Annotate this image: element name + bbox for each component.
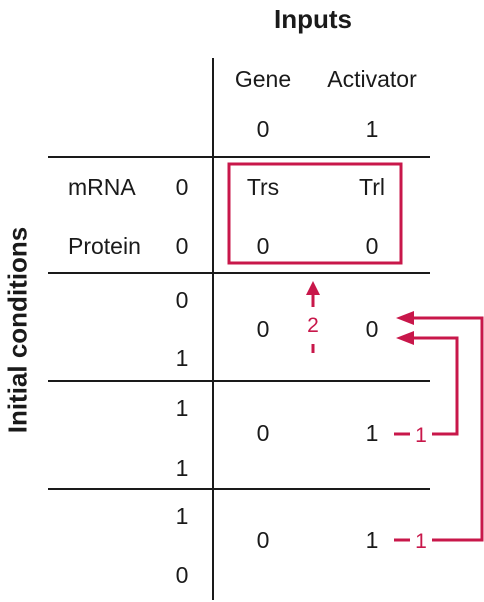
arrow-row3-path [412,316,484,542]
inputs-title: Inputs [274,4,352,34]
gene-input-value: 0 [256,116,270,142]
activator-column-header: Activator [327,66,417,92]
trs-value: 0 [256,233,270,259]
row3-gene-out: 0 [256,527,270,553]
row2-mrna: 1 [175,395,189,421]
row2-activator-out: 1 [365,420,379,446]
mrna-label: mRNA [68,174,136,200]
initial-conditions-label: Initial conditions [2,226,33,434]
arrow-row2-label: 1 [415,424,427,447]
mrna-initial-value: 0 [175,174,189,200]
arrow-row3-label: 1 [415,530,427,553]
row1-mrna: 0 [175,287,189,313]
trs-label: Trs [246,174,280,200]
arrow-row2-head [396,331,414,345]
protein-initial-value: 0 [175,233,189,259]
trl-value: 0 [365,233,379,259]
row1-protein: 1 [175,345,189,371]
row2-gene-out: 0 [256,420,270,446]
trl-label: Trl [359,174,385,200]
row1-gene-out: 0 [256,316,270,342]
gene-column-header: Gene [234,66,292,92]
activator-input-value: 1 [365,116,379,142]
trs-trl-box [227,162,403,265]
row3-activator-out: 1 [365,527,379,553]
row3-mrna: 1 [175,503,189,529]
arrow-2-head [306,281,320,295]
arrow-row3-head [396,311,414,325]
protein-label: Protein [68,233,141,259]
row3-protein: 0 [175,562,189,588]
arrow-2-label: 2 [307,314,319,337]
arrow-row2-path [412,336,459,436]
row1-activator-out: 0 [365,316,379,342]
row2-protein: 1 [175,455,189,481]
